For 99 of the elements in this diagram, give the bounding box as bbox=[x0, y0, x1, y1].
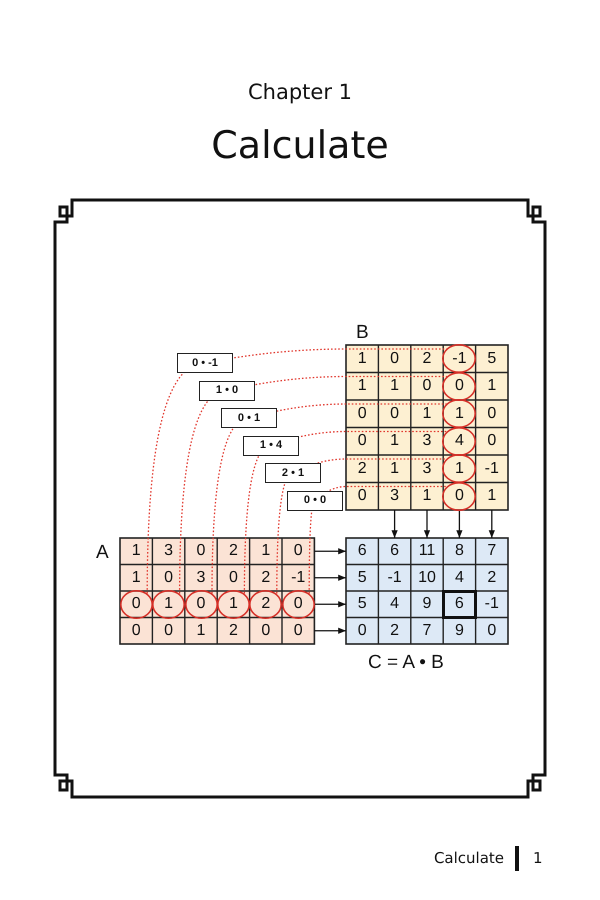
matrix-entry: 7 bbox=[422, 622, 432, 639]
matrix-entry: 0 bbox=[164, 570, 174, 586]
matrix-entry: -1 bbox=[387, 570, 402, 586]
arrow bbox=[314, 601, 346, 608]
title: Calculate bbox=[211, 126, 389, 164]
matrix-entry: 5 bbox=[487, 350, 496, 367]
product-label: 0 • 1 bbox=[221, 408, 277, 428]
matrix-entry: 0 bbox=[358, 488, 367, 504]
matrix-entry: 2 bbox=[228, 622, 238, 639]
matrix-entry: 3 bbox=[196, 570, 206, 586]
matrix-entry: 6 bbox=[390, 543, 400, 560]
matrix-entry: 3 bbox=[422, 433, 432, 450]
highlighted-entry: 6 bbox=[442, 590, 477, 618]
matrix-entry: 1 bbox=[358, 378, 367, 394]
running-footer: Calculate bbox=[434, 851, 504, 866]
matrix-entry: 2 bbox=[390, 622, 400, 639]
matrix-entry: 0 bbox=[294, 622, 303, 639]
matrix-entry: 4 bbox=[390, 596, 400, 612]
dotted-connector bbox=[146, 348, 447, 594]
matrix-entry: 0 bbox=[294, 543, 303, 560]
matrix-entry: 1 bbox=[422, 406, 432, 422]
matrix-entry: 1 bbox=[132, 543, 141, 560]
circled-entry: 0 bbox=[442, 372, 476, 401]
matrix-entry: 3 bbox=[164, 543, 174, 560]
matrix-entry: 0 bbox=[358, 622, 367, 639]
circled-entry: 0 bbox=[442, 482, 476, 511]
matrix-entry: 0 bbox=[196, 543, 206, 560]
matrix-entry: 9 bbox=[422, 596, 432, 612]
circled-entry: -1 bbox=[442, 344, 476, 374]
circled-entry: 0 bbox=[282, 590, 315, 619]
matrix-entry: 4 bbox=[454, 570, 464, 586]
matrix-entry: 6 bbox=[358, 543, 367, 560]
matrix-entry: 1 bbox=[390, 433, 400, 450]
arrow bbox=[391, 510, 398, 538]
matrix-entry: -1 bbox=[484, 460, 499, 477]
dotted-connector bbox=[178, 376, 447, 594]
matrix-entry: 0 bbox=[261, 622, 270, 639]
matrix-entry: 0 bbox=[422, 378, 432, 394]
matrix-entry: 1 bbox=[422, 488, 432, 504]
circled-entry: 0 bbox=[184, 590, 218, 619]
matrix-entry: 0 bbox=[358, 406, 367, 422]
matrix-entry: 0 bbox=[164, 622, 174, 639]
matrix-entry: 9 bbox=[454, 622, 464, 639]
matrix-entry: 2 bbox=[261, 570, 270, 586]
matrix-entry: 0 bbox=[228, 570, 238, 586]
product-label: 2 • 1 bbox=[265, 463, 321, 483]
matrix-entry: 1 bbox=[487, 378, 496, 394]
matrix-entry: 1 bbox=[487, 488, 496, 504]
matrix-entry: 1 bbox=[261, 543, 270, 560]
matrix-entry: 0 bbox=[487, 406, 496, 422]
matrix-entry: 8 bbox=[454, 543, 464, 560]
matrix-entry: 0 bbox=[132, 622, 141, 639]
matrix-entry: -1 bbox=[291, 570, 306, 586]
matrix-entry: 2 bbox=[487, 570, 496, 586]
matrix-caption: C = A • B bbox=[368, 653, 444, 672]
matrix-entry: 0 bbox=[487, 433, 496, 450]
matrix-label: A bbox=[96, 543, 109, 562]
product-label: 0 • 0 bbox=[287, 490, 343, 510]
arrow bbox=[488, 510, 495, 538]
arrow bbox=[314, 548, 346, 554]
arrow bbox=[314, 628, 346, 634]
product-label: 1 • 4 bbox=[243, 436, 299, 456]
arrow bbox=[456, 510, 463, 538]
matrix-entry: 3 bbox=[390, 488, 400, 504]
dotted-connector bbox=[211, 403, 447, 594]
circled-entry: 1 bbox=[216, 590, 250, 619]
matrix-entry: 2 bbox=[228, 543, 238, 560]
matrix-entry: 7 bbox=[487, 543, 496, 560]
matrix-label: B bbox=[356, 323, 369, 342]
matrix-entry: 11 bbox=[418, 543, 436, 560]
product-label: 1 • 0 bbox=[199, 380, 255, 400]
page-number: 1 bbox=[533, 851, 543, 866]
matrix-entry: 0 bbox=[358, 433, 367, 450]
circled-entry: 2 bbox=[249, 590, 282, 619]
circled-entry: 4 bbox=[442, 426, 476, 456]
circled-entry: 1 bbox=[442, 454, 476, 484]
arrow bbox=[424, 510, 430, 538]
circled-entry: 1 bbox=[442, 399, 476, 428]
matrix-entry: 2 bbox=[358, 460, 367, 477]
matrix-entry: 1 bbox=[132, 570, 141, 586]
matrix-entry: 0 bbox=[487, 622, 496, 639]
matrix-entry: 2 bbox=[422, 350, 432, 367]
circled-entry: 1 bbox=[152, 590, 186, 619]
circled-entry: 0 bbox=[120, 590, 153, 619]
matrix-entry: 1 bbox=[390, 378, 400, 394]
matrix-entry: 10 bbox=[418, 570, 436, 586]
matrix-entry: 0 bbox=[390, 350, 400, 367]
matrix-entry: 1 bbox=[358, 350, 367, 367]
dotted-connector bbox=[308, 486, 447, 594]
matrix-entry: 5 bbox=[358, 596, 367, 612]
matrix-entry: 1 bbox=[390, 460, 400, 477]
product-label: 0 • -1 bbox=[177, 353, 233, 373]
chapter-heading: Chapter 1 bbox=[248, 82, 352, 103]
matrix-entry: -1 bbox=[484, 596, 499, 612]
matrix-entry: 3 bbox=[422, 460, 432, 477]
arrow bbox=[314, 574, 346, 581]
matrix-entry: 1 bbox=[196, 622, 206, 639]
matrix-entry: 5 bbox=[358, 570, 367, 586]
matrix-entry: 0 bbox=[390, 406, 400, 422]
